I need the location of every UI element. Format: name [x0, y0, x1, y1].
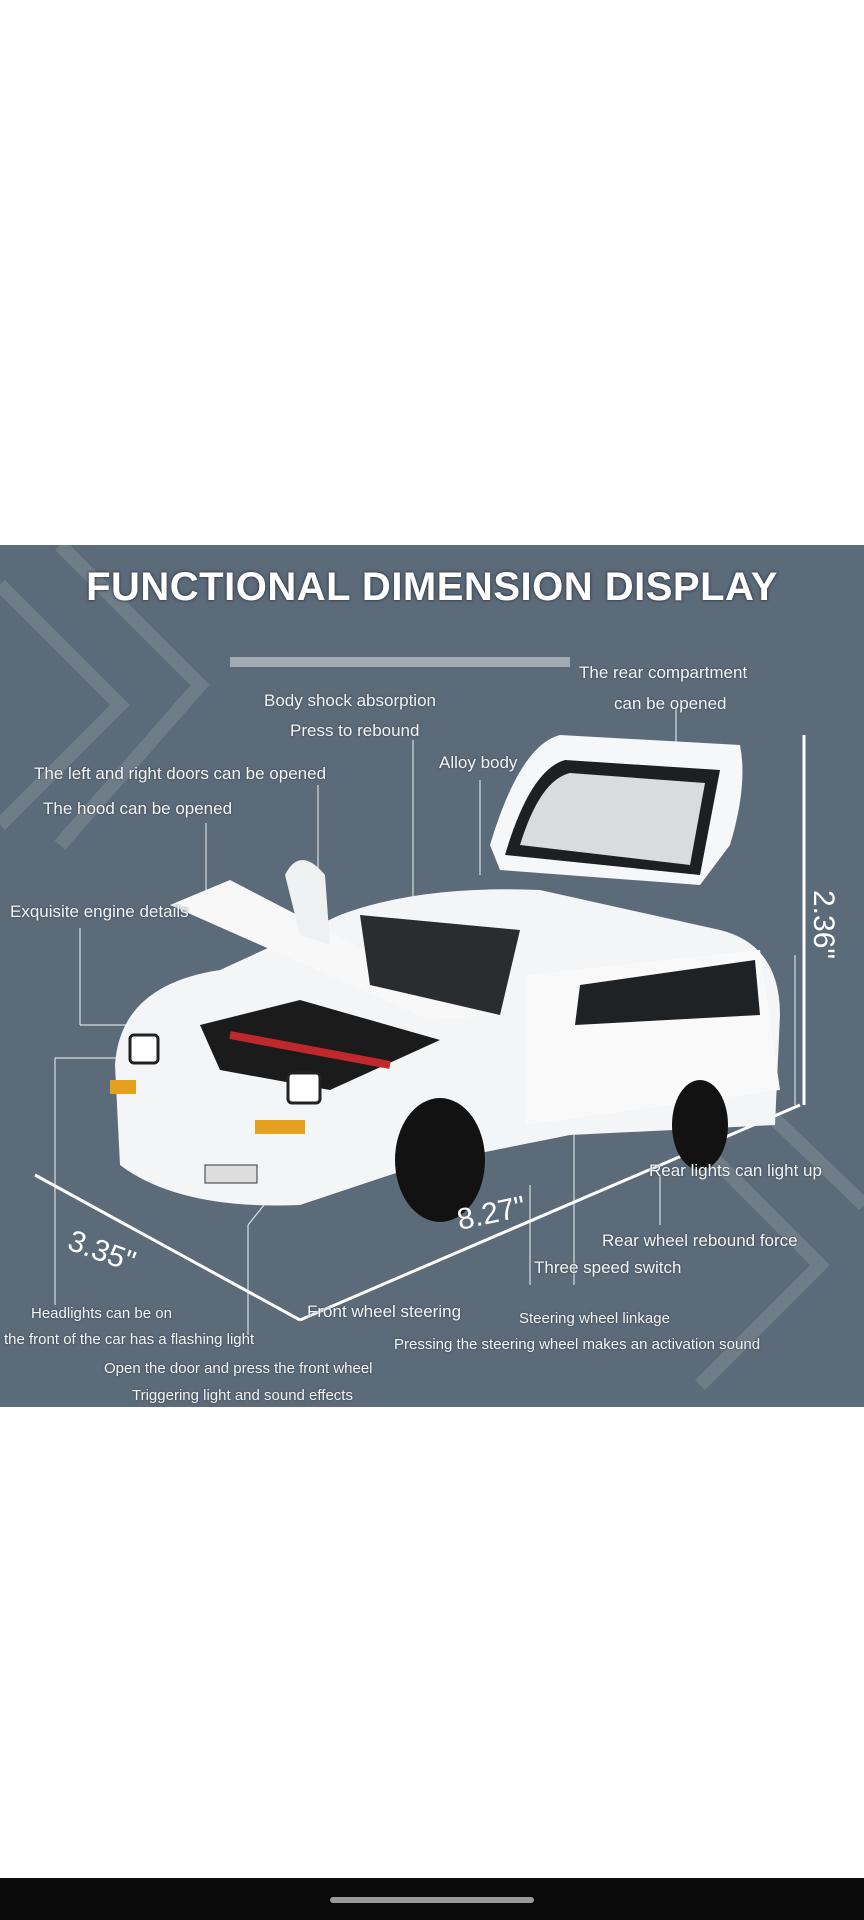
label-triggering: Triggering light and sound effects [132, 1387, 353, 1404]
label-three-speed: Three speed switch [534, 1258, 682, 1277]
label-rear-compartment-2: can be opened [614, 694, 727, 713]
label-engine: Exquisite engine details [10, 902, 189, 921]
label-headlights: Headlights can be on [31, 1305, 172, 1322]
label-rear-compartment-1: The rear compartment [579, 663, 748, 682]
product-image: FUNCTIONAL DIMENSION DISPLAY [0, 545, 864, 1407]
dimension-height: 2.36" [807, 890, 840, 960]
label-steering-linkage: Steering wheel linkage [519, 1310, 670, 1327]
label-pressing: Pressing the steering wheel makes an act… [394, 1336, 761, 1353]
label-front-steering: Front wheel steering [307, 1302, 462, 1321]
page-title: FUNCTIONAL DIMENSION DISPLAY [86, 565, 778, 609]
car-illustration [34, 657, 806, 1335]
navigation-bar [0, 1878, 864, 1920]
home-indicator[interactable] [330, 1897, 534, 1903]
label-alloy-body: Alloy body [439, 753, 518, 772]
label-flashing: the front of the car has a flashing ligh… [4, 1331, 255, 1348]
label-press-rebound: Press to rebound [290, 721, 420, 740]
label-body-shock: Body shock absorption [264, 691, 436, 710]
tire-tread-background [0, 545, 864, 1390]
label-doors: The left and right doors can be opened [34, 764, 327, 783]
label-rear-lights: Rear lights can light up [649, 1161, 822, 1180]
label-rear-wheel: Rear wheel rebound force [602, 1231, 798, 1250]
label-hood: The hood can be opened [43, 799, 233, 818]
label-open-door: Open the door and press the front wheel [104, 1360, 373, 1377]
